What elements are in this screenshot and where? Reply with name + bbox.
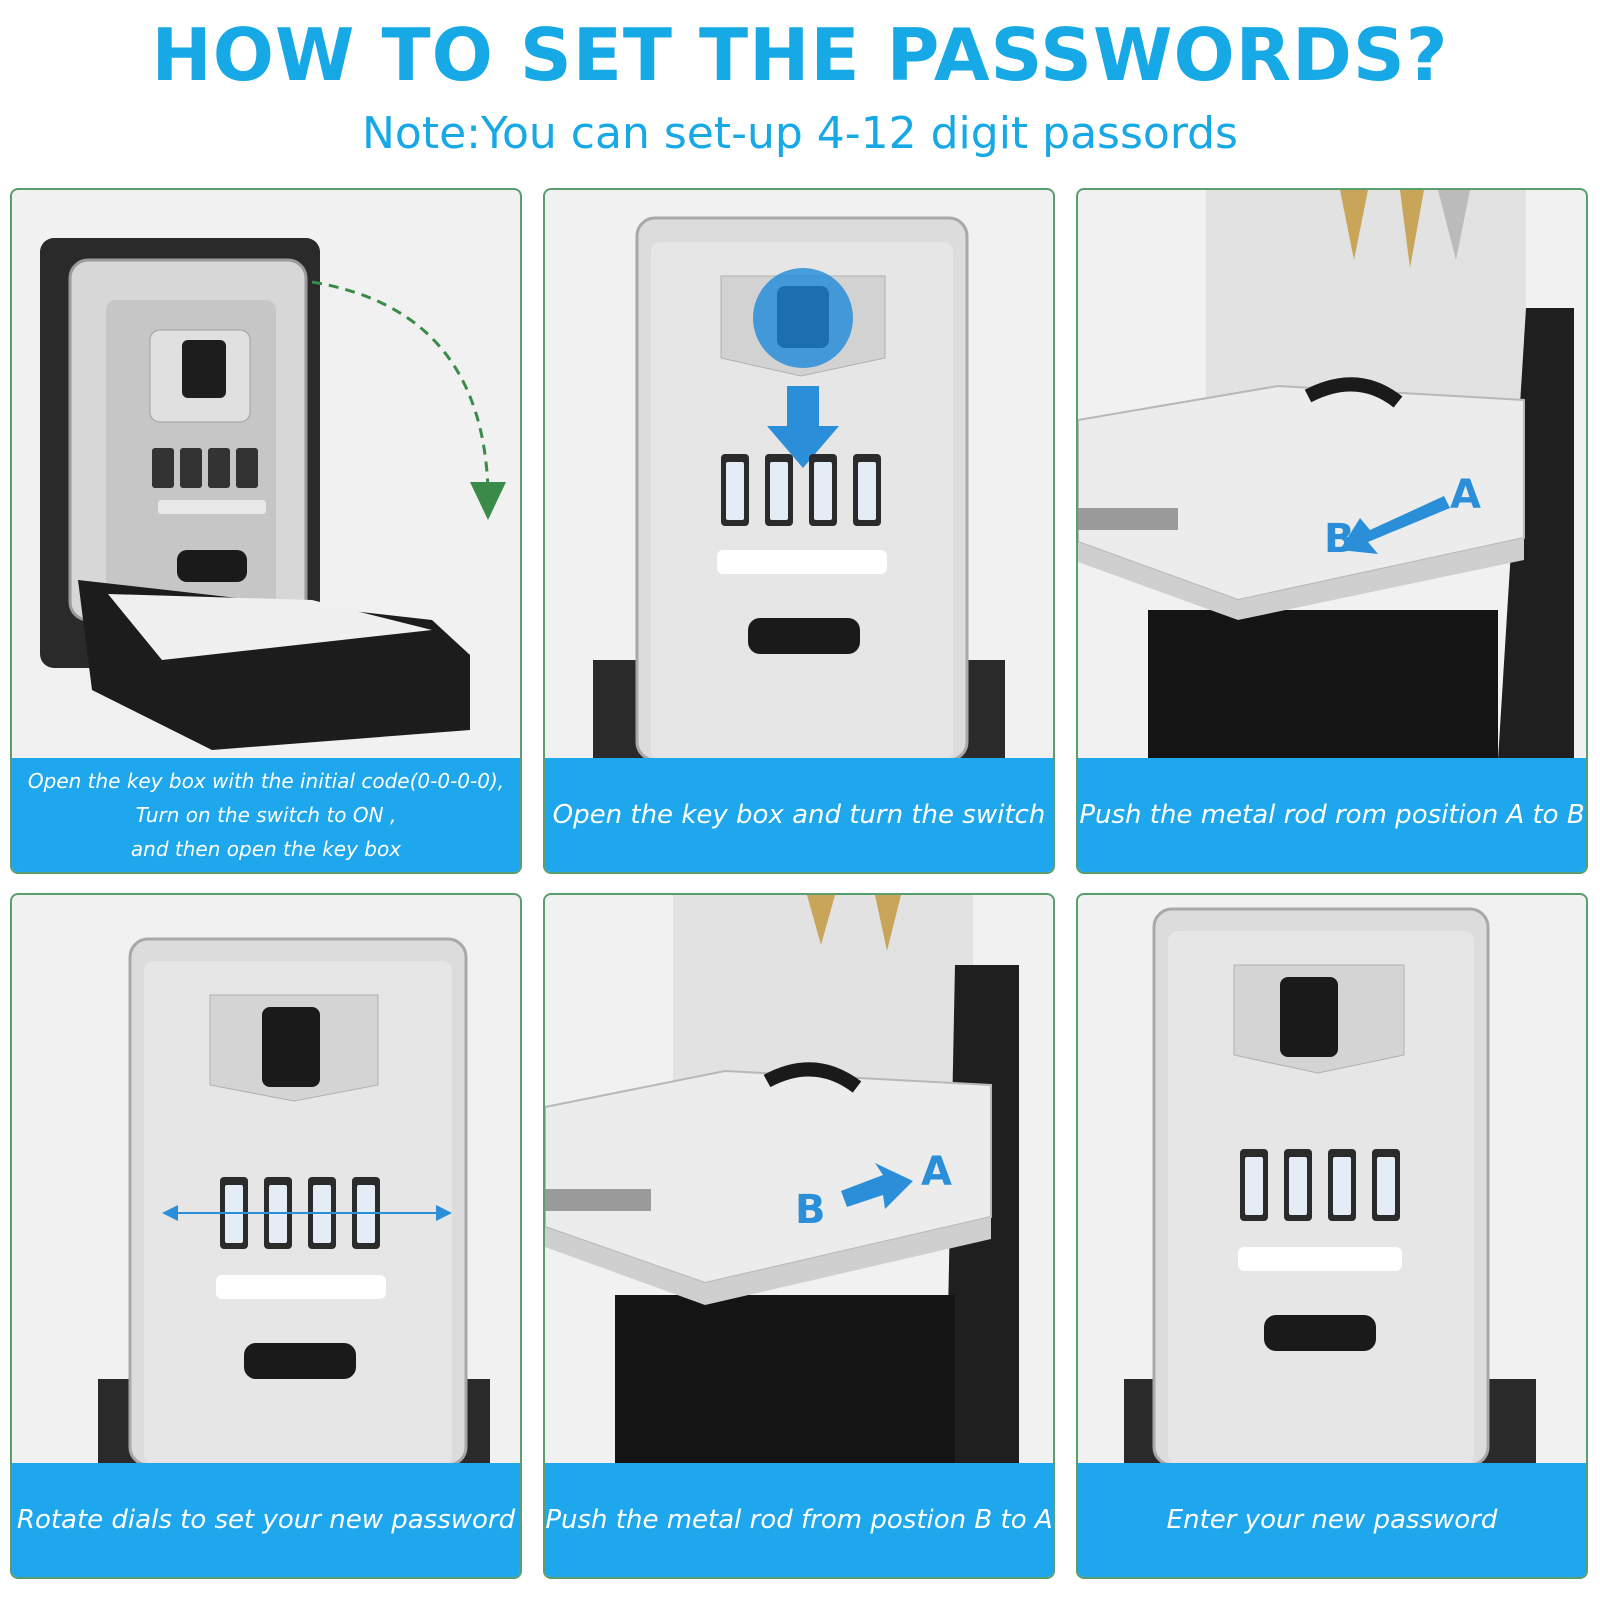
step-1-image	[40, 238, 506, 750]
step-3-label-a: A	[1450, 472, 1481, 518]
step-1-caption-line: and then open the key box	[130, 837, 402, 861]
step-3-caption: Push the metal rod rom position A to B	[1078, 758, 1586, 872]
step-4-panel: Rotate dials to set your new password	[10, 893, 522, 1579]
step-3-caption-line: Push the metal rod rom position A to B	[1079, 800, 1585, 830]
step-3-image: A B	[1078, 190, 1574, 760]
step-5-label-b: B	[795, 1187, 826, 1233]
step-2-image	[593, 216, 1005, 760]
step-4-caption: Rotate dials to set your new password	[12, 1463, 520, 1577]
step-3-panel: A B Push the metal rod rom position A to…	[1076, 188, 1588, 874]
step-5-caption: Push the metal rod from postion B to A	[545, 1463, 1053, 1577]
step-5-panel: A B Push the metal rod from postion B to…	[543, 893, 1055, 1579]
step-1-caption-line: Turn on the switch to ON ,	[135, 803, 397, 827]
step-1-panel: Open the key box with the initial code(0…	[10, 188, 522, 874]
step-2-panel: Open the key box and turn the switch	[543, 188, 1055, 874]
step-4-caption-line: Rotate dials to set your new password	[16, 1505, 516, 1535]
step-1-caption: Open the key box with the initial code(0…	[12, 758, 520, 872]
step-4-image	[98, 937, 490, 1465]
page-title: HOW TO SET THE PASSWORDS?	[151, 13, 1449, 97]
step-6-image	[1124, 907, 1536, 1465]
step-3-label-b: B	[1324, 516, 1355, 562]
step-6-caption: Enter your new password	[1078, 1463, 1586, 1577]
step-5-image: A B	[545, 895, 1019, 1465]
step-2-caption: Open the key box and turn the switch	[545, 758, 1053, 872]
step-6-caption-line: Enter your new password	[1166, 1505, 1498, 1535]
step-2-caption-line: Open the key box and turn the switch	[552, 800, 1046, 830]
page-subtitle-note: Note:You can set-up 4-12 digit passords	[362, 108, 1238, 159]
step-6-panel: Enter your new password	[1076, 893, 1588, 1579]
step-5-label-a: A	[921, 1149, 952, 1195]
step-1-caption-line: Open the key box with the initial code(0…	[27, 769, 505, 793]
step-5-caption-line: Push the metal rod from postion B to A	[545, 1505, 1053, 1535]
